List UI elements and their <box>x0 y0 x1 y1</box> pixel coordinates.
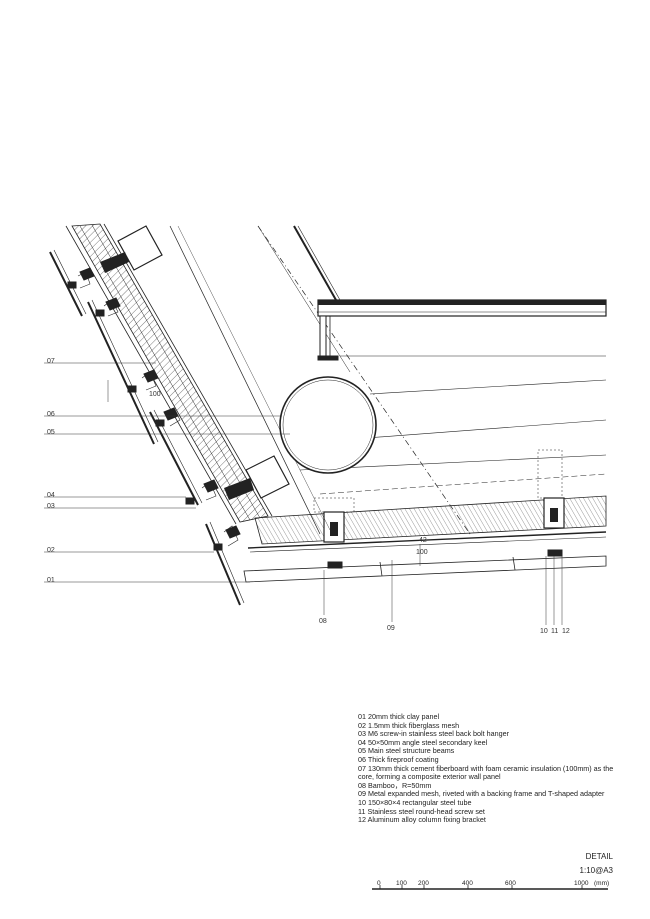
clay-panel-3 <box>149 411 199 506</box>
legend-item: 01 20mm thick clay panel <box>358 712 440 721</box>
scale-tick-label: 200 <box>418 880 429 887</box>
callout-07: 07 <box>47 358 55 365</box>
callout-08: 08 <box>319 618 327 625</box>
legend-item: 10 150×80×4 rectangular steel tube <box>358 797 472 807</box>
floor-assembly <box>243 449 607 583</box>
roof-structure <box>169 225 607 535</box>
metal-expanded-mesh <box>243 555 607 583</box>
callout-10: 10 <box>540 628 548 635</box>
round-steel-column <box>279 376 377 474</box>
scale-tick-label: 400 <box>462 880 473 887</box>
detail-title: DETAIL <box>585 852 613 861</box>
legend-item: 05 Main steel structure beams <box>358 746 455 756</box>
legend-item: 02 1.5mm thick fiberglass mesh <box>358 720 460 730</box>
dimension-label: 100 <box>149 391 161 398</box>
callout-02: 02 <box>47 547 55 554</box>
main-steel-beam-upper <box>117 225 163 271</box>
legend-item: 07 130mm thick cement fiberboard with fo… <box>358 763 614 782</box>
legend-list: 01 20mm thick clay panel 02 1.5mm thick … <box>358 712 628 825</box>
legend-item: 09 Metal expanded mesh, riveted with a b… <box>358 789 605 799</box>
callout-03: 03 <box>47 503 55 510</box>
callout-11: 11 <box>551 628 559 635</box>
clay-panel-2 <box>87 301 155 445</box>
legend-item: 11 Stainless steel round-head screw set <box>358 806 485 816</box>
scale-tick-label: 600 <box>505 880 516 887</box>
clay-panel-1 <box>49 251 83 317</box>
callout-04: 04 <box>47 492 55 499</box>
dimension-label: 100 <box>416 549 428 556</box>
scale-tick-label: 0 <box>377 880 381 887</box>
composite-wall-panel <box>71 223 269 523</box>
dimension-label: 42 <box>419 537 427 544</box>
clay-panel-4 <box>205 523 241 606</box>
legend-item: 03 M6 screw-in stainless steel back bolt… <box>358 729 510 739</box>
legend-item: 08 Bamboo，R=50mm <box>358 780 432 790</box>
scale-tick-label: 100 <box>396 880 407 887</box>
callout-06: 06 <box>47 411 55 418</box>
scale-tick-label: 1000 <box>574 880 589 887</box>
callout-09: 09 <box>387 625 395 632</box>
callout-leaders <box>44 362 563 625</box>
scale-unit-label: (mm) <box>594 880 610 887</box>
legend-item: 06 Thick fireproof coating <box>358 754 439 764</box>
legend-item: 04 50×50mm angle steel secondary keel <box>358 737 488 747</box>
scale-bar <box>372 885 608 890</box>
inclined-wall-assembly <box>49 223 290 606</box>
callout-12: 12 <box>562 628 570 635</box>
callout-05: 05 <box>47 429 55 436</box>
legend-item: 12 Aluminum alloy column fixing bracket <box>358 815 486 825</box>
callout-01: 01 <box>47 577 55 584</box>
main-steel-beam-lower <box>245 455 290 499</box>
detail-scale: 1:10@A3 <box>579 866 613 875</box>
